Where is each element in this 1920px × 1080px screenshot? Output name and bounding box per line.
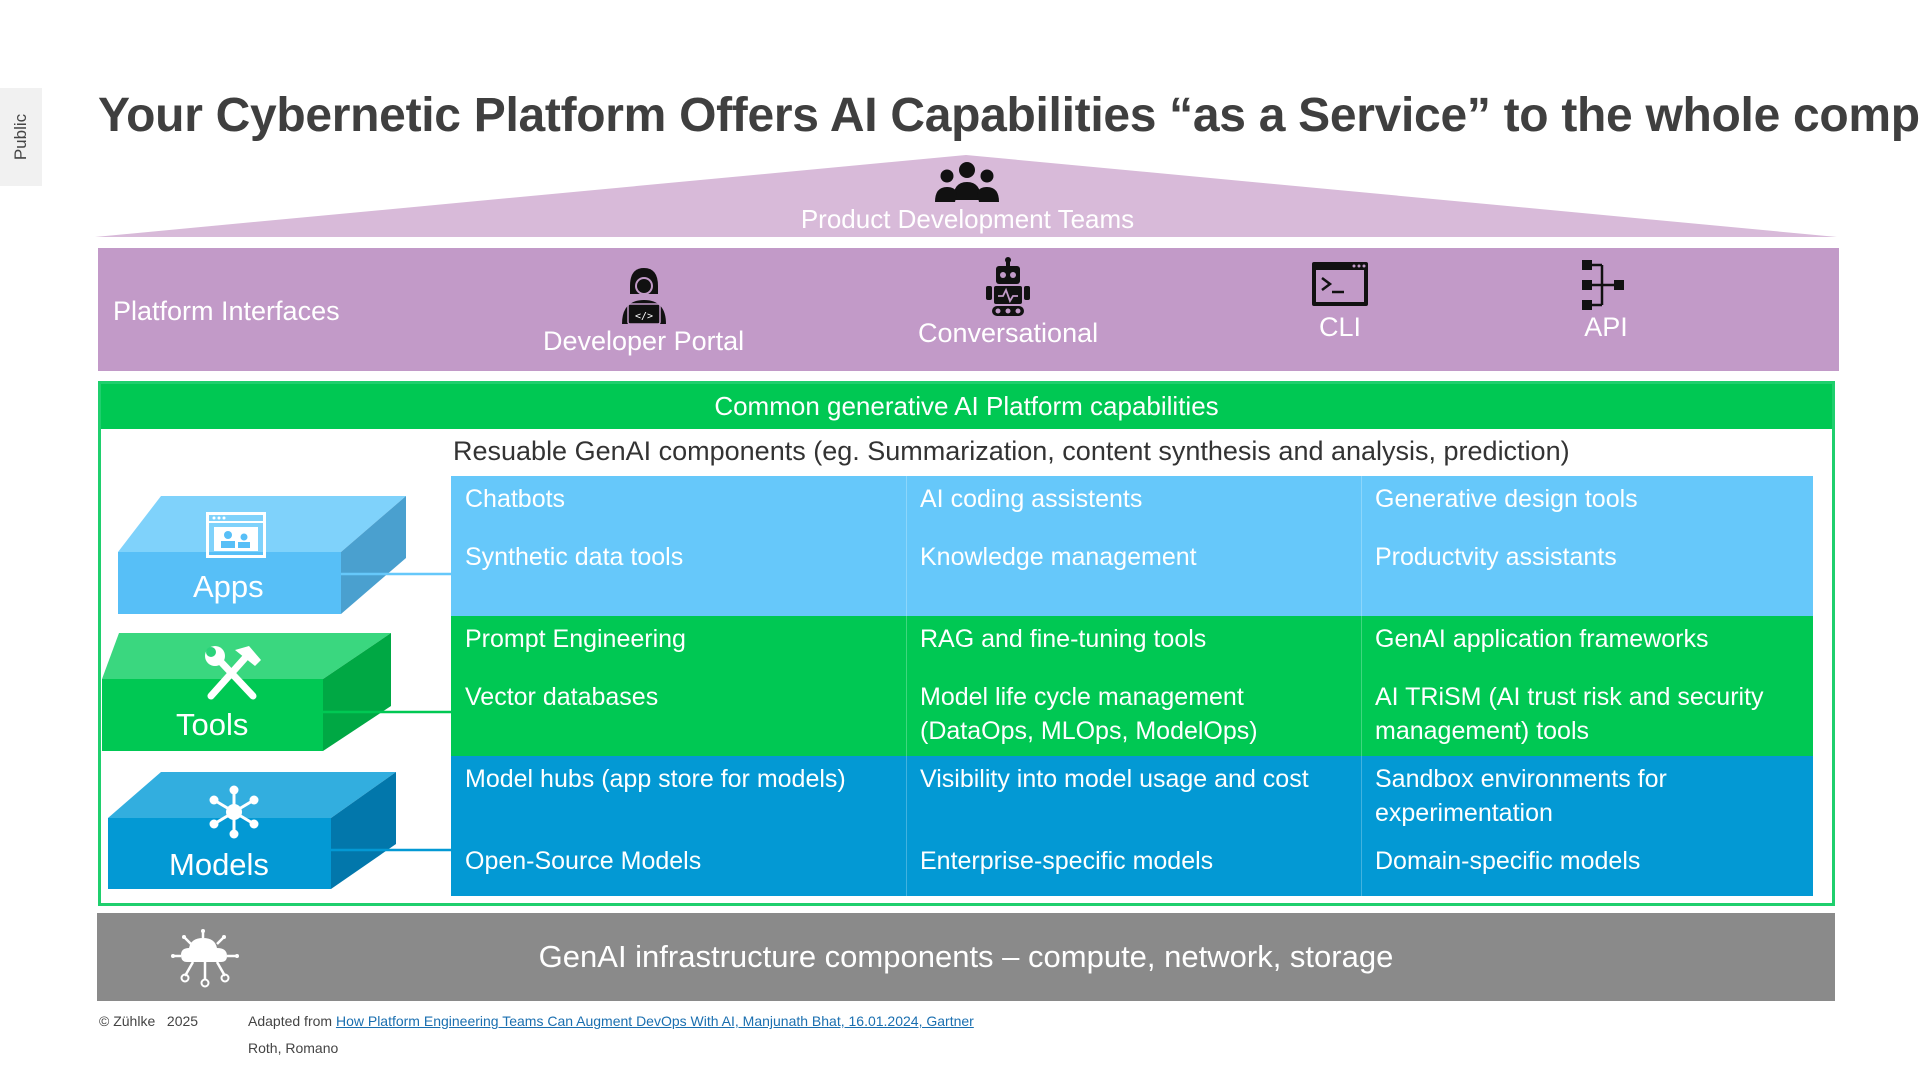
interface-developer-portal[interactable]: </> Developer Portal bbox=[543, 264, 744, 357]
capability-cell: Model hubs (app store for models) bbox=[465, 765, 846, 793]
interface-cli-label: CLI bbox=[1318, 312, 1362, 342]
capability-cell: Productvity assistants bbox=[1375, 543, 1617, 571]
footer-authors: Roth, Romano bbox=[248, 1040, 339, 1056]
public-tag-label: Public bbox=[11, 113, 30, 161]
interface-cli[interactable]: CLI bbox=[1310, 260, 1370, 343]
capability-cell: AI coding assistents bbox=[920, 485, 1143, 513]
layer-label-tools: Tools bbox=[176, 707, 249, 742]
team-icon bbox=[935, 162, 999, 202]
terminal-icon bbox=[1312, 262, 1368, 306]
source-link[interactable]: How Platform Engineering Teams Can Augme… bbox=[335, 1013, 974, 1029]
capability-cell: Generative design tools bbox=[1375, 485, 1638, 513]
interface-developer-portal-label: Developer Portal bbox=[543, 326, 745, 356]
app-window-icon bbox=[206, 512, 266, 558]
platform-interfaces-label: Platform Interfaces bbox=[113, 296, 340, 326]
capability-cell: Synthetic data tools bbox=[465, 543, 684, 571]
footer-copyright: © Zühlke 2025 bbox=[99, 1013, 198, 1029]
capability-cell: Prompt Engineering bbox=[465, 625, 686, 653]
capability-cell: Sandbox environments for experimentation bbox=[1375, 765, 1667, 827]
roof-label: Product Development Teams bbox=[800, 204, 1135, 234]
tools-block bbox=[102, 633, 451, 751]
interface-api[interactable]: API bbox=[1578, 258, 1634, 343]
apps-band: Chatbots AI coding assistents Generative… bbox=[451, 476, 1813, 616]
infrastructure-bar: GenAI infrastructure components – comput… bbox=[97, 913, 1835, 1001]
hammer-wrench-icon bbox=[205, 646, 261, 700]
layer-label-models: Models bbox=[169, 847, 269, 882]
capability-cell: Vector databases bbox=[465, 683, 659, 711]
apps-block bbox=[118, 496, 451, 614]
capability-cell: Model life cycle management (DataOps, ML… bbox=[920, 683, 1258, 745]
capability-cell: AI TRiSM (AI trust risk and security man… bbox=[1375, 683, 1764, 745]
public-tag: Public bbox=[0, 88, 42, 186]
capability-cell: Enterprise-specific models bbox=[920, 847, 1214, 875]
copyright-year: 2025 bbox=[166, 1013, 199, 1029]
capability-cell: Open-Source Models bbox=[465, 847, 702, 875]
adapted-prefix: Adapted from bbox=[248, 1013, 333, 1029]
capability-cell: Visibility into model usage and cost bbox=[920, 765, 1309, 793]
cloud-network-icon bbox=[171, 929, 239, 988]
copyright-text: © Zühlke bbox=[99, 1013, 156, 1029]
svg-text:</>: </> bbox=[635, 311, 653, 322]
capability-cell: Chatbots bbox=[465, 485, 566, 513]
layer-blocks bbox=[102, 496, 451, 889]
common-capabilities-header: Common generative AI Platform capabiliti… bbox=[101, 384, 1832, 429]
capability-cell: Knowledge management bbox=[920, 543, 1197, 571]
models-block bbox=[108, 772, 451, 889]
api-icon bbox=[1582, 260, 1624, 310]
interface-conversational[interactable]: Conversational bbox=[918, 256, 1098, 349]
interface-api-label: API bbox=[1584, 312, 1628, 342]
capability-cell: Domain-specific models bbox=[1375, 847, 1641, 875]
robot-icon bbox=[986, 257, 1031, 316]
footer-source: Adapted from How Platform Engineering Te… bbox=[248, 1013, 974, 1029]
models-band: Model hubs (app store for models) Visibi… bbox=[451, 756, 1813, 896]
tools-band: Prompt Engineering RAG and fine-tuning t… bbox=[451, 616, 1813, 756]
capability-cell: GenAI application frameworks bbox=[1375, 625, 1709, 653]
developer-icon: </> bbox=[621, 268, 666, 325]
infrastructure-label: GenAI infrastructure components – comput… bbox=[538, 939, 1394, 974]
layer-label-apps: Apps bbox=[193, 569, 264, 604]
common-capabilities-box: Common generative AI Platform capabiliti… bbox=[98, 381, 1835, 906]
capability-cell: RAG and fine-tuning tools bbox=[920, 625, 1207, 653]
reusable-components-label: Resuable GenAI components (eg. Summariza… bbox=[453, 436, 1570, 466]
page-title: Your Cybernetic Platform Offers AI Capab… bbox=[98, 89, 1920, 142]
network-hub-icon bbox=[209, 785, 259, 839]
platform-interfaces-bar: Platform Interfaces </> Developer Portal bbox=[98, 248, 1839, 371]
interface-conversational-label: Conversational bbox=[918, 318, 1099, 348]
